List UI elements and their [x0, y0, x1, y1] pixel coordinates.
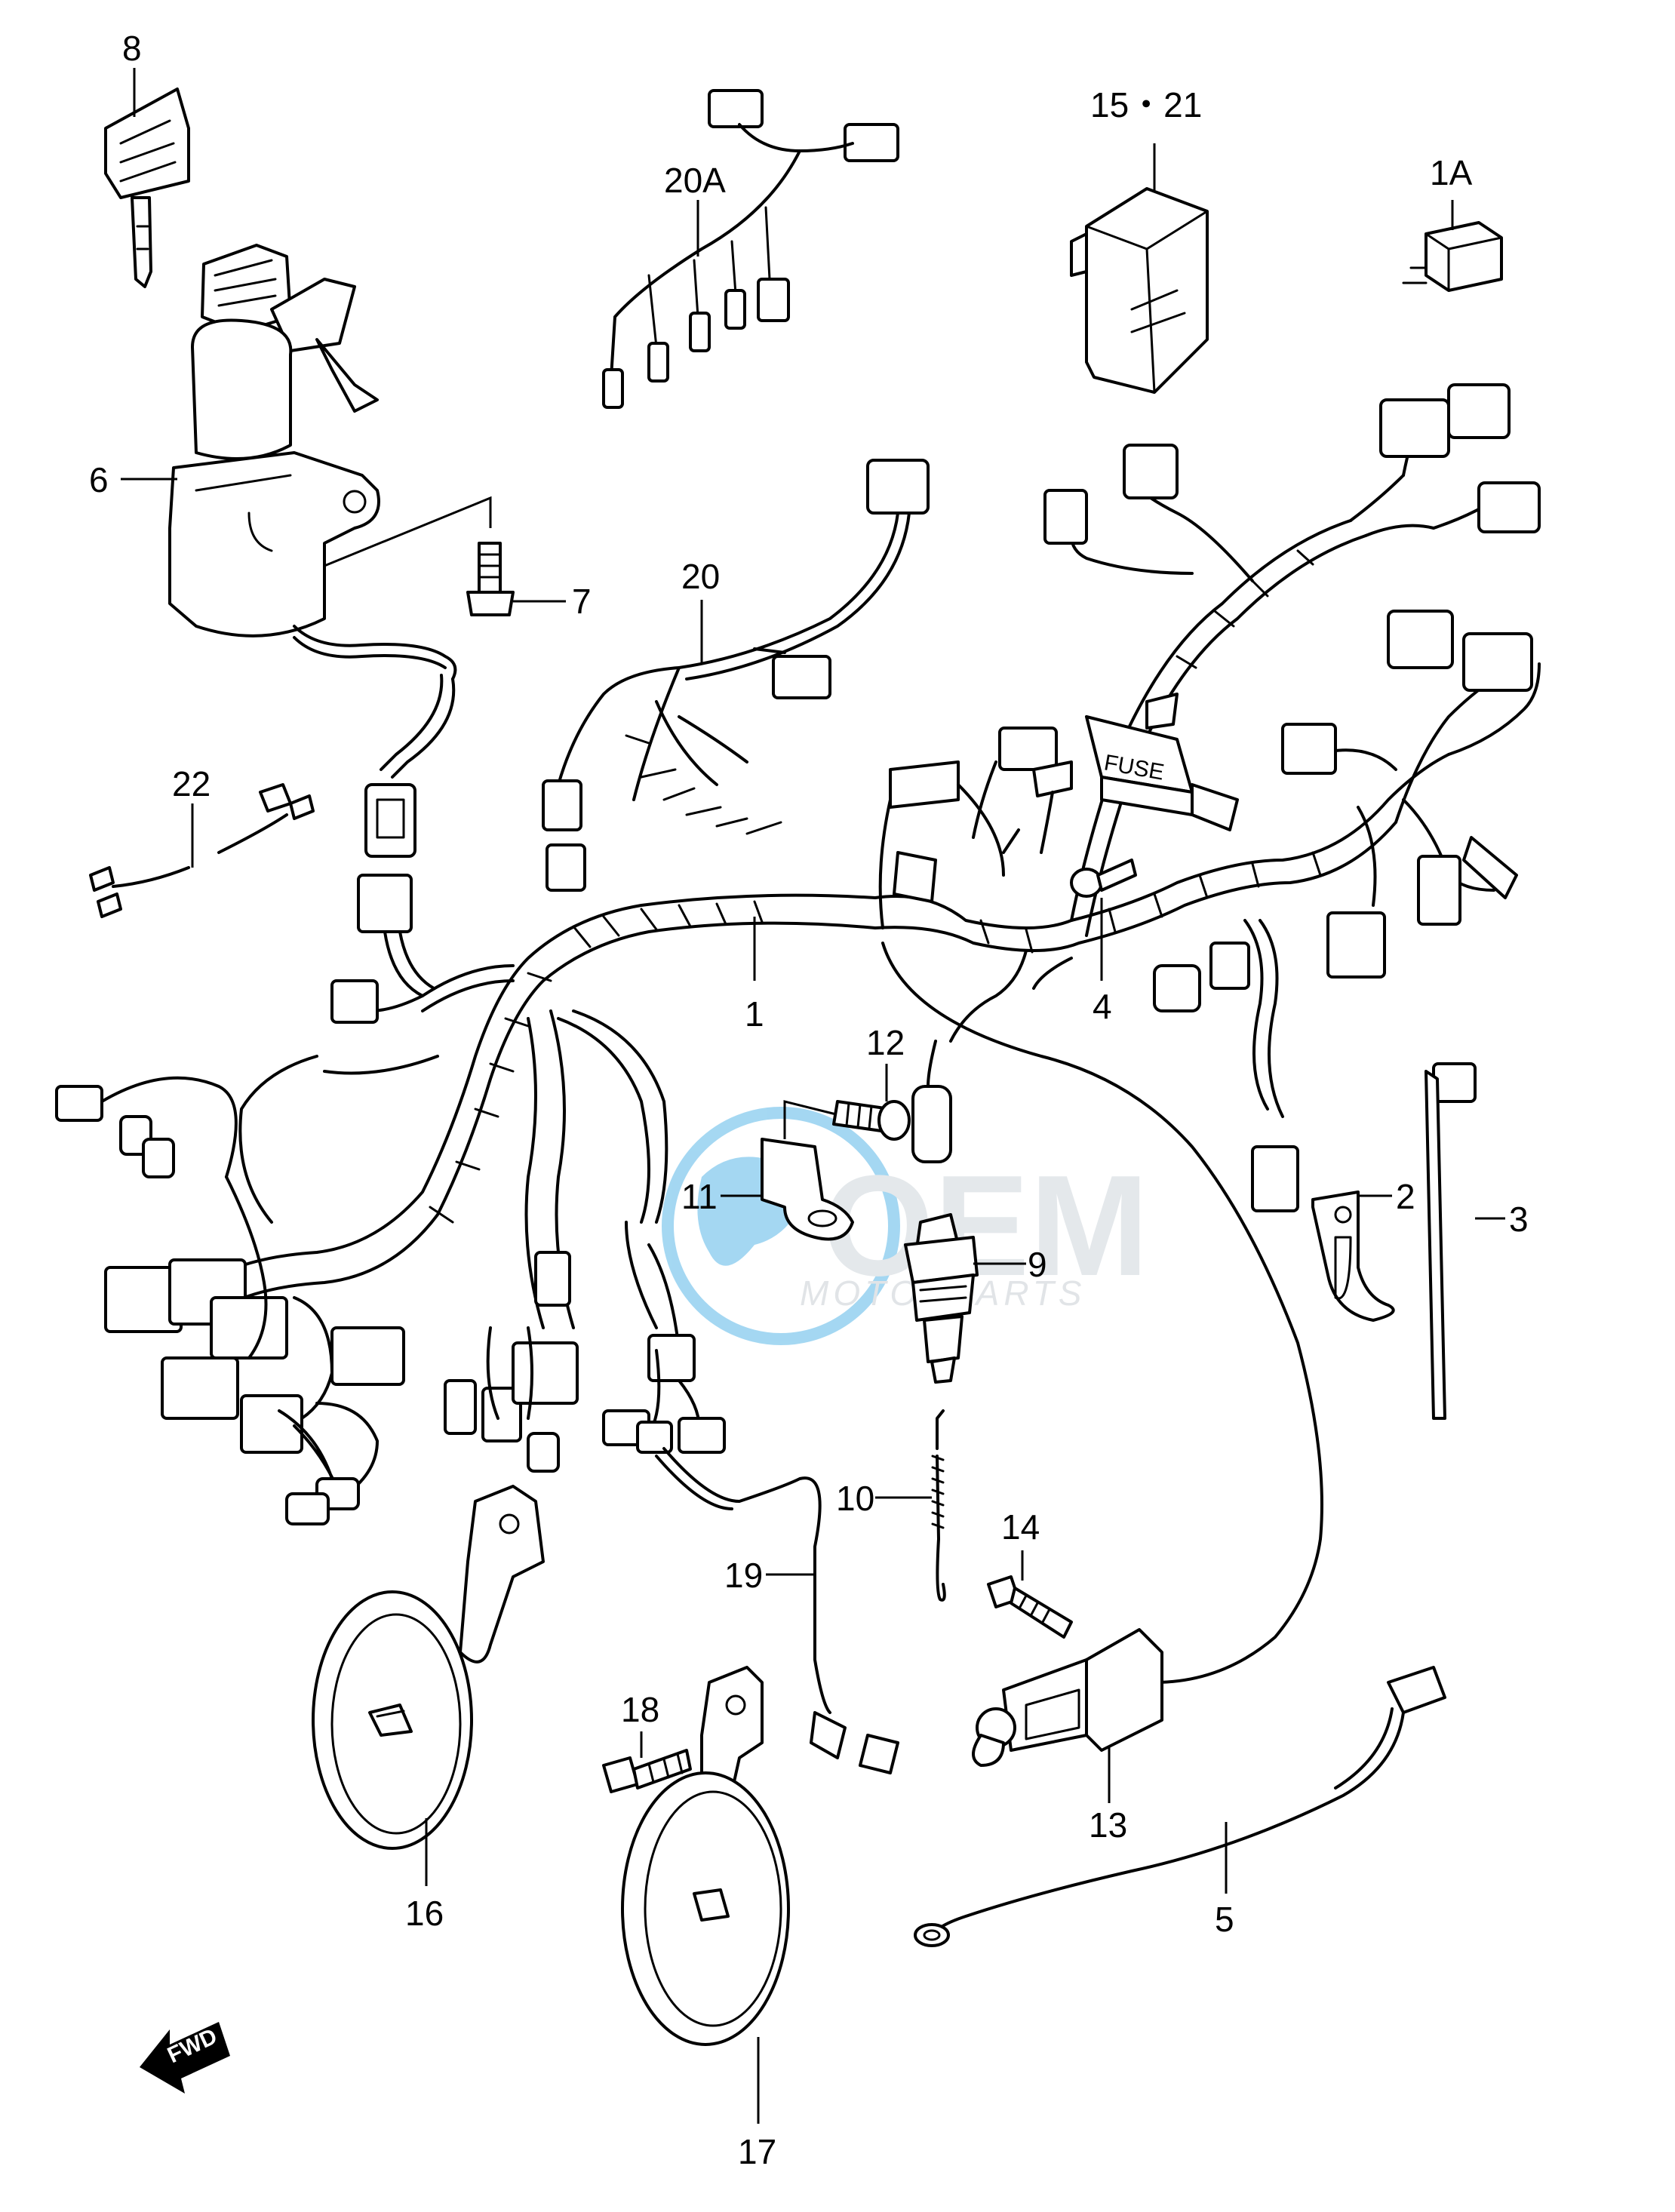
- callout-1: 1: [745, 994, 764, 1034]
- switch-cable: [881, 942, 1323, 1684]
- callout-1a: 1A: [1430, 153, 1473, 192]
- watermark-brand: OEM: [822, 1146, 1149, 1306]
- forward-direction-arrow-icon: FWD: [140, 2022, 230, 2094]
- bolt-part-14: [987, 1575, 1073, 1639]
- callout-8: 8: [122, 29, 142, 68]
- watermark: OEM MOTORPARTS: [662, 1107, 1149, 1345]
- callout-16: 16: [405, 1894, 444, 1933]
- screw-part-12: [832, 1100, 911, 1141]
- main-harness-part-1: [55, 874, 877, 1525]
- callout-11: 11: [681, 1177, 718, 1216]
- horn-part-16: [312, 1485, 545, 1850]
- callout-7: 7: [572, 582, 592, 621]
- callout-10: 10: [836, 1479, 874, 1518]
- screw-part-4: [1070, 859, 1137, 898]
- lead-wire-part-19: [602, 1409, 899, 1774]
- main-harness-right: FUSE: [874, 383, 1541, 1212]
- cable-tie-part-3: [1425, 1062, 1477, 1420]
- callout-14: 14: [1001, 1507, 1040, 1547]
- horn-part-17: [621, 1666, 790, 2046]
- callout-22: 22: [172, 764, 211, 803]
- callout-13: 13: [1089, 1805, 1127, 1845]
- key-part-8: [104, 88, 190, 288]
- callout-17: 17: [738, 2132, 776, 2171]
- callout-9: 9: [1028, 1245, 1047, 1284]
- callout-3: 3: [1509, 1200, 1529, 1239]
- ground-lead-part-5: [914, 1666, 1446, 1947]
- ignition-lead: [364, 674, 456, 858]
- callout-12: 12: [866, 1023, 905, 1062]
- callout-15-21: 15・21: [1090, 85, 1202, 124]
- callout-4: 4: [1093, 987, 1112, 1026]
- bolt-part-18: [602, 1749, 692, 1793]
- callout-19: 19: [724, 1556, 763, 1595]
- spring-part-10: [931, 1409, 946, 1602]
- callout-labels: 8 6 7 20A 20 15・21 1A 22 1 4 12 11 9 2 3…: [89, 29, 1529, 2171]
- relay-part-15-21: [1070, 187, 1209, 394]
- callout-20: 20: [681, 557, 720, 596]
- callout-18: 18: [621, 1690, 659, 1729]
- screw-part-7: [324, 496, 515, 616]
- switch-part-13: [972, 1628, 1163, 1767]
- small-relay-part-1a: [1402, 221, 1503, 292]
- bracket-part-2: [1311, 1190, 1395, 1322]
- watermark-globe-icon: [662, 1107, 900, 1345]
- callout-6: 6: [89, 460, 109, 499]
- fuse-box: FUSE: [1085, 693, 1239, 831]
- switch-part-9: [904, 1213, 979, 1384]
- wire-part-22: [89, 783, 315, 918]
- bracket-part-11: [761, 1100, 854, 1241]
- callout-20a: 20A: [664, 161, 726, 200]
- sub-harness-part-20a: [602, 89, 899, 409]
- callout-5: 5: [1215, 1900, 1234, 1939]
- harness-part-20: [542, 459, 930, 892]
- callout-2: 2: [1396, 1177, 1415, 1216]
- leader-lines: [121, 68, 1505, 2124]
- ignition-switch-part-6: [168, 244, 457, 680]
